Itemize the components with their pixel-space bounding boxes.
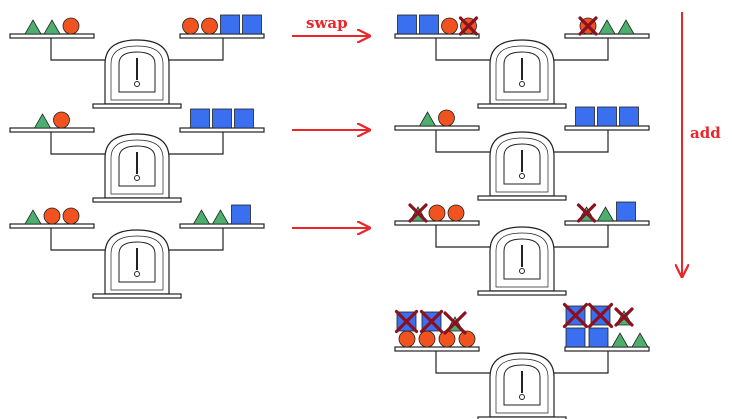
scales-layer — [9, 14, 650, 419]
triangle-weight — [611, 332, 629, 348]
scale-foot — [477, 416, 567, 419]
cross-mark — [614, 307, 634, 327]
right-arm — [169, 130, 224, 155]
square-weight — [190, 108, 210, 129]
scale-foot — [477, 290, 567, 296]
circle-weight — [428, 204, 446, 222]
right-pan — [179, 223, 265, 229]
circle-weight — [438, 330, 456, 348]
scale-foot — [92, 197, 182, 203]
triangle-weight — [211, 209, 230, 225]
triangle-weight — [598, 19, 616, 35]
add-label: add — [690, 124, 721, 142]
cross-mark — [578, 16, 598, 36]
circle-weight — [201, 17, 218, 35]
triangle-weight — [631, 332, 649, 348]
right-arm — [169, 226, 224, 251]
right-pan — [564, 125, 650, 131]
swap-label: swap — [306, 14, 348, 32]
left-pan — [9, 33, 95, 39]
square-weight — [220, 14, 240, 35]
cross-mark — [394, 309, 419, 334]
cross-mark — [443, 311, 467, 335]
balance-scale — [394, 106, 650, 201]
cross-mark — [576, 203, 597, 223]
balance-scale — [9, 14, 265, 109]
left-pan — [394, 33, 480, 39]
triangle-weight — [24, 209, 42, 225]
circle-weight — [43, 207, 61, 225]
right-pan — [564, 346, 650, 352]
square-weight — [231, 204, 251, 225]
left-pan — [9, 223, 95, 229]
scale-foot — [92, 293, 182, 299]
left-pan — [394, 346, 480, 352]
right-arm — [554, 223, 609, 248]
square-weight — [588, 327, 609, 348]
balance-scale — [9, 204, 265, 299]
circle-weight — [53, 111, 70, 129]
square-weight — [212, 108, 232, 129]
square-weight — [242, 14, 262, 35]
triangle-weight — [24, 19, 42, 35]
scale-foot — [92, 103, 182, 109]
cross-mark — [587, 302, 614, 329]
balance-scale — [394, 14, 650, 109]
cross-mark — [458, 16, 479, 36]
right-pan — [179, 33, 265, 39]
right-pan — [564, 33, 650, 39]
square-weight — [616, 201, 636, 222]
circle-weight — [458, 330, 476, 348]
square-weight — [419, 14, 439, 35]
triangle-weight — [43, 19, 61, 35]
balance-scale — [394, 201, 650, 296]
right-arm — [169, 36, 224, 61]
right-arm — [554, 349, 609, 374]
cross-mark — [408, 203, 428, 223]
circle-weight — [447, 204, 465, 222]
circle-weight — [438, 109, 455, 127]
scale-foot — [477, 195, 567, 201]
left-arm — [435, 128, 490, 153]
circle-weight — [398, 330, 416, 348]
circle-weight — [441, 17, 458, 35]
circle-weight — [182, 17, 199, 35]
triangle-weight — [596, 206, 615, 222]
left-arm — [435, 223, 490, 248]
left-arm — [50, 36, 105, 61]
balance-scale — [9, 108, 265, 203]
balance-scale — [394, 302, 650, 419]
cross-mark — [562, 302, 589, 329]
left-pan — [9, 127, 95, 133]
arrows-layer — [292, 12, 682, 275]
right-pan — [179, 127, 265, 133]
scale-foot — [477, 103, 567, 109]
square-weight — [234, 108, 254, 129]
left-arm — [435, 36, 490, 61]
right-arm — [554, 128, 609, 153]
square-weight — [397, 14, 417, 35]
triangle-weight — [33, 113, 52, 129]
triangle-weight — [617, 19, 635, 35]
left-arm — [50, 226, 105, 251]
circle-weight — [62, 17, 80, 35]
square-weight — [619, 106, 639, 127]
square-weight — [575, 106, 595, 127]
square-weight — [597, 106, 617, 127]
circle-weight — [62, 207, 80, 225]
left-pan — [394, 220, 480, 226]
triangle-weight — [418, 111, 437, 127]
square-weight — [565, 327, 586, 348]
left-arm — [50, 130, 105, 155]
left-arm — [435, 349, 490, 374]
triangle-weight — [192, 209, 211, 225]
right-arm — [554, 36, 609, 61]
left-pan — [394, 125, 480, 131]
cross-mark — [419, 309, 444, 334]
circle-weight — [418, 330, 436, 348]
